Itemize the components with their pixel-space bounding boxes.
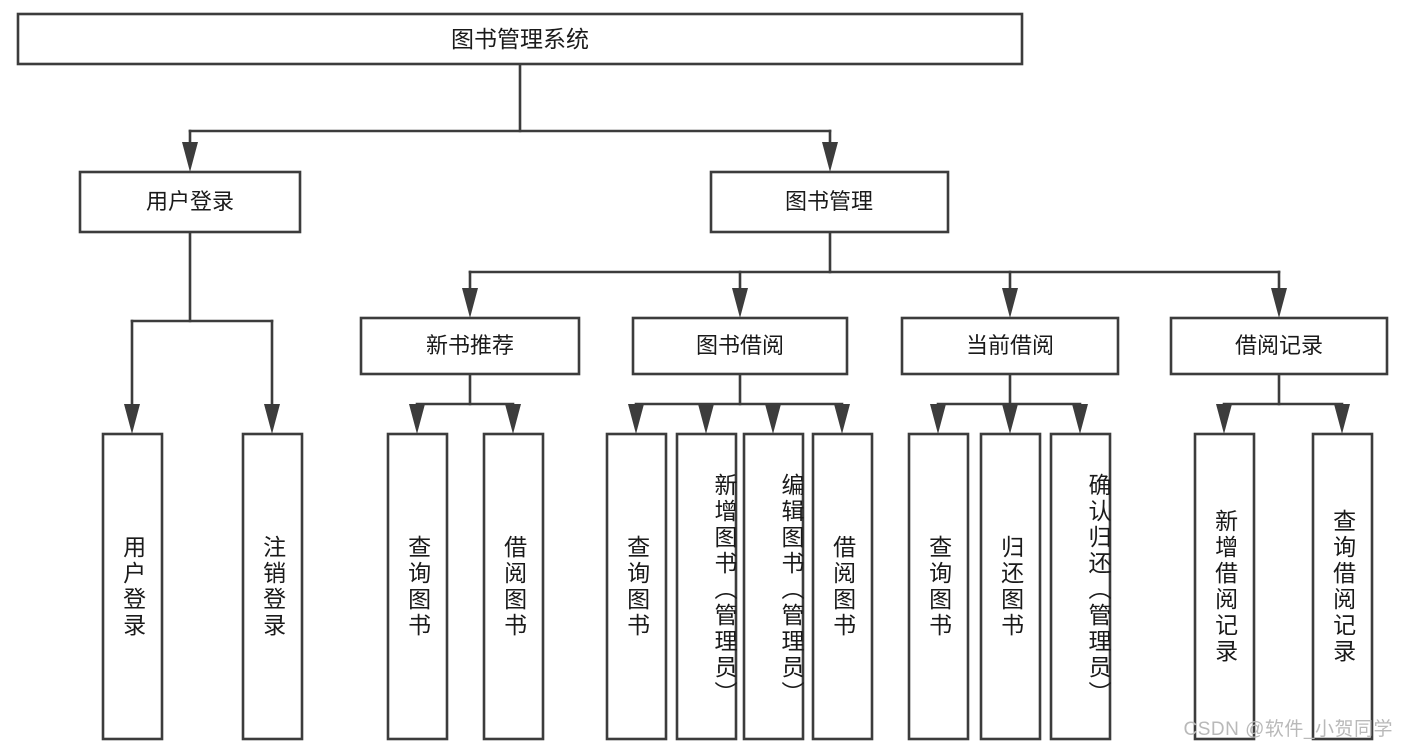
arrow-userlogin-leaf-1 [124,404,140,434]
node-current-borrow[interactable]: 当前借阅 [900,316,1120,376]
node-root-box[interactable] [16,12,1024,66]
leaf-query-record-box[interactable] [1311,432,1374,741]
leaf-add-record-box[interactable] [1193,432,1256,741]
node-user-login[interactable]: 用户登录 [78,170,302,234]
leaf-user-login-box[interactable] [101,432,164,741]
node-book-manage[interactable]: 图书管理 [709,170,950,234]
node-new-book-recommend-box[interactable] [359,316,581,376]
node-current-borrow-box[interactable] [900,316,1120,376]
node-borrow-record-label: 借阅记录 [1235,333,1323,358]
node-user-login-label: 用户登录 [146,189,234,214]
node-root-label: 图书管理系统 [451,26,589,52]
node-current-borrow-label: 当前借阅 [966,333,1054,358]
node-borrow-record[interactable]: 借阅记录 [1169,316,1389,376]
leaf-query-book-3-box[interactable] [907,432,970,741]
node-root[interactable]: 图书管理系统 [16,12,1024,66]
node-book-manage-box[interactable] [709,170,950,234]
watermark-text: CSDN @软件_小贺同学 [1183,719,1393,740]
arrow-bookmanage-to-new-book [462,288,478,318]
arrow-borrowrecord-leaf-2 [1334,404,1350,434]
node-new-book-recommend-label: 新书推荐 [426,333,514,358]
node-book-borrow[interactable]: 图书借阅 [631,316,849,376]
leaf-boxes [101,432,1374,741]
leaf-query-book-1-box[interactable] [386,432,449,741]
leaf-borrow-book-1-box[interactable] [482,432,545,741]
leaf-edit-book-box[interactable] [742,432,805,741]
arrow-currentborrow-leaf-1 [930,404,946,434]
node-user-login-box[interactable] [78,170,302,234]
arrow-bookborrow-leaf-1 [628,404,644,434]
node-borrow-record-box[interactable] [1169,316,1389,376]
leaf-query-book-2-box[interactable] [605,432,668,741]
node-book-borrow-box[interactable] [631,316,849,376]
leaf-add-book-box[interactable] [675,432,738,741]
leaf-return-book-box[interactable] [979,432,1042,741]
arrow-bookmanage-to-current-borrow [1002,288,1018,318]
arrow-userlogin-leaf-2 [264,404,280,434]
arrow-currentborrow-leaf-3 [1072,404,1088,434]
arrow-bookborrow-leaf-2 [698,404,714,434]
arrow-newbook-leaf-2 [505,404,521,434]
arrow-bookmanage-to-borrow-record [1271,288,1287,318]
arrow-bookborrow-leaf-4 [834,404,850,434]
node-book-borrow-label: 图书借阅 [696,333,784,358]
leaf-borrow-book-2-box[interactable] [811,432,874,741]
arrow-bookmanage-to-book-borrow [732,288,748,318]
connector-layer [124,62,1350,434]
node-book-manage-label: 图书管理 [785,189,873,214]
node-new-book-recommend[interactable]: 新书推荐 [359,316,581,376]
arrow-root-to-book-manage [822,142,838,172]
arrow-currentborrow-leaf-2 [1002,404,1018,434]
arrow-bookborrow-leaf-3 [765,404,781,434]
arrow-borrowrecord-leaf-1 [1216,404,1232,434]
leaf-logout-login-box[interactable] [241,432,304,741]
arrow-newbook-leaf-1 [409,404,425,434]
leaf-confirm-return-box[interactable] [1049,432,1112,741]
arrow-root-to-user-login [182,142,198,172]
